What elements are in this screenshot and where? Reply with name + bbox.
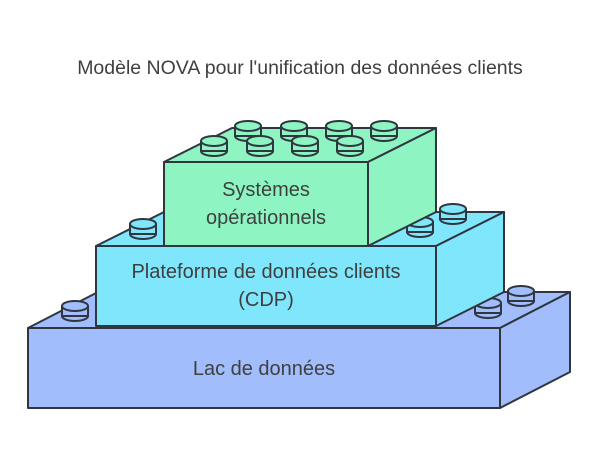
stud: [336, 135, 364, 157]
layer-top-label-line-1: Systèmes: [222, 179, 310, 201]
stud: [507, 285, 535, 307]
diagram-title: Modèle NOVA pour l'unification des donné…: [77, 57, 523, 79]
stud: [129, 218, 157, 240]
layer-top-studs: [200, 120, 398, 157]
layer-middle-studs: [129, 203, 467, 240]
layer-middle-label: Plateforme de données clients (CDP): [96, 258, 436, 314]
layer-top-label-line-2: opérationnels: [205, 207, 327, 229]
layer-bottom-label-line-1: Lac de données: [192, 358, 336, 380]
layer-bottom-label: Lac de données: [28, 355, 500, 383]
stud: [200, 135, 228, 157]
stud: [61, 300, 89, 322]
stud: [234, 120, 262, 142]
layer-top-front-face: [163, 161, 369, 247]
layer-middle-label-line-1: Plateforme de données clients: [131, 261, 401, 283]
layer-bottom-studs: [61, 285, 535, 322]
stud: [246, 135, 274, 157]
layer-bottom-front-face: [27, 327, 501, 409]
layer-middle-front-face: [95, 245, 437, 327]
stud: [370, 120, 398, 142]
stud: [439, 203, 467, 225]
stud: [291, 135, 319, 157]
layer-top-label: Systèmes opérationnels: [164, 176, 368, 232]
layer-middle-label-line-2: (CDP): [238, 289, 294, 311]
